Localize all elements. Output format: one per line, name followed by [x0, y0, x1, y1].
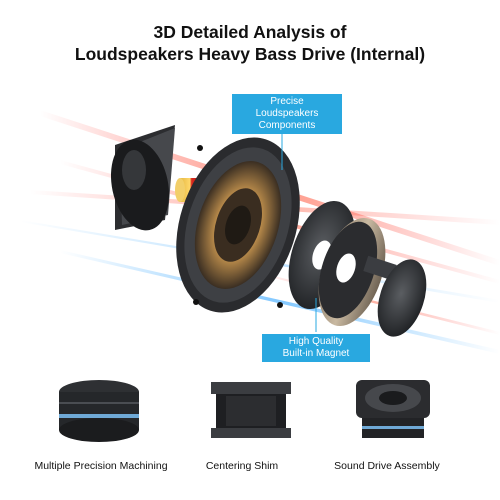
callout-magnet: High Quality Built-in Magnet — [262, 334, 370, 362]
callout-components-line2: Components — [258, 120, 316, 131]
page-title-line1: 3D Detailed Analysis of — [153, 22, 347, 42]
callout-magnet-line2: Built-in Magnet — [282, 348, 350, 359]
precision-machining-photo — [59, 380, 139, 442]
page-title-line2: Loudspeakers Heavy Bass Drive (Internal) — [74, 44, 426, 64]
sound-drive-assembly-photo — [356, 380, 430, 438]
callout-components: Precise Loudspeakers Components — [232, 94, 342, 134]
speaker-frame-icon — [176, 137, 300, 313]
exploded-speaker-illustration — [20, 110, 500, 354]
dust-cap-icon — [110, 125, 175, 231]
feature-caption-assembly: Sound Drive Assembly — [334, 460, 440, 472]
back-plate-icon — [363, 255, 427, 337]
feature-caption-machining: Multiple Precision Machining — [34, 460, 168, 472]
callout-components-line1: Precise Loudspeakers — [255, 96, 319, 119]
feature-caption-shim: Centering Shim — [205, 460, 279, 472]
callout-magnet-line1: High Quality — [288, 336, 344, 347]
centering-shim-photo — [211, 382, 291, 438]
magnet-icon — [318, 217, 386, 327]
